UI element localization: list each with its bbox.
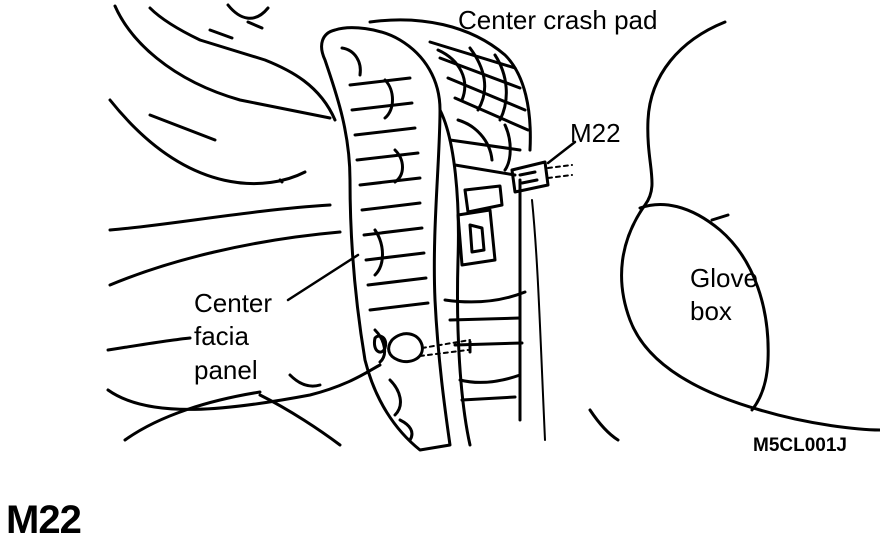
m22-connector-label: M22 bbox=[570, 118, 621, 148]
center-crash-pad-label: Center crash pad bbox=[458, 5, 658, 35]
center-facia-panel-drawing bbox=[320, 26, 472, 452]
figure-code-label: M5CL001J bbox=[753, 435, 847, 456]
lower-clip-drawing bbox=[372, 332, 472, 364]
glove-box-drawing bbox=[588, 20, 880, 442]
dashboard-left-contours bbox=[106, 3, 382, 447]
center-crash-pad-drawing bbox=[368, 18, 532, 422]
m22-connector-drawing bbox=[510, 140, 577, 194]
facia-panel-leader bbox=[286, 253, 360, 302]
lower-tray-lines bbox=[531, 199, 546, 441]
connector-heading: M22 bbox=[6, 498, 82, 542]
glove-box-label: Glove box bbox=[690, 263, 758, 327]
center-facia-panel-label: Center facia panel bbox=[194, 288, 273, 385]
